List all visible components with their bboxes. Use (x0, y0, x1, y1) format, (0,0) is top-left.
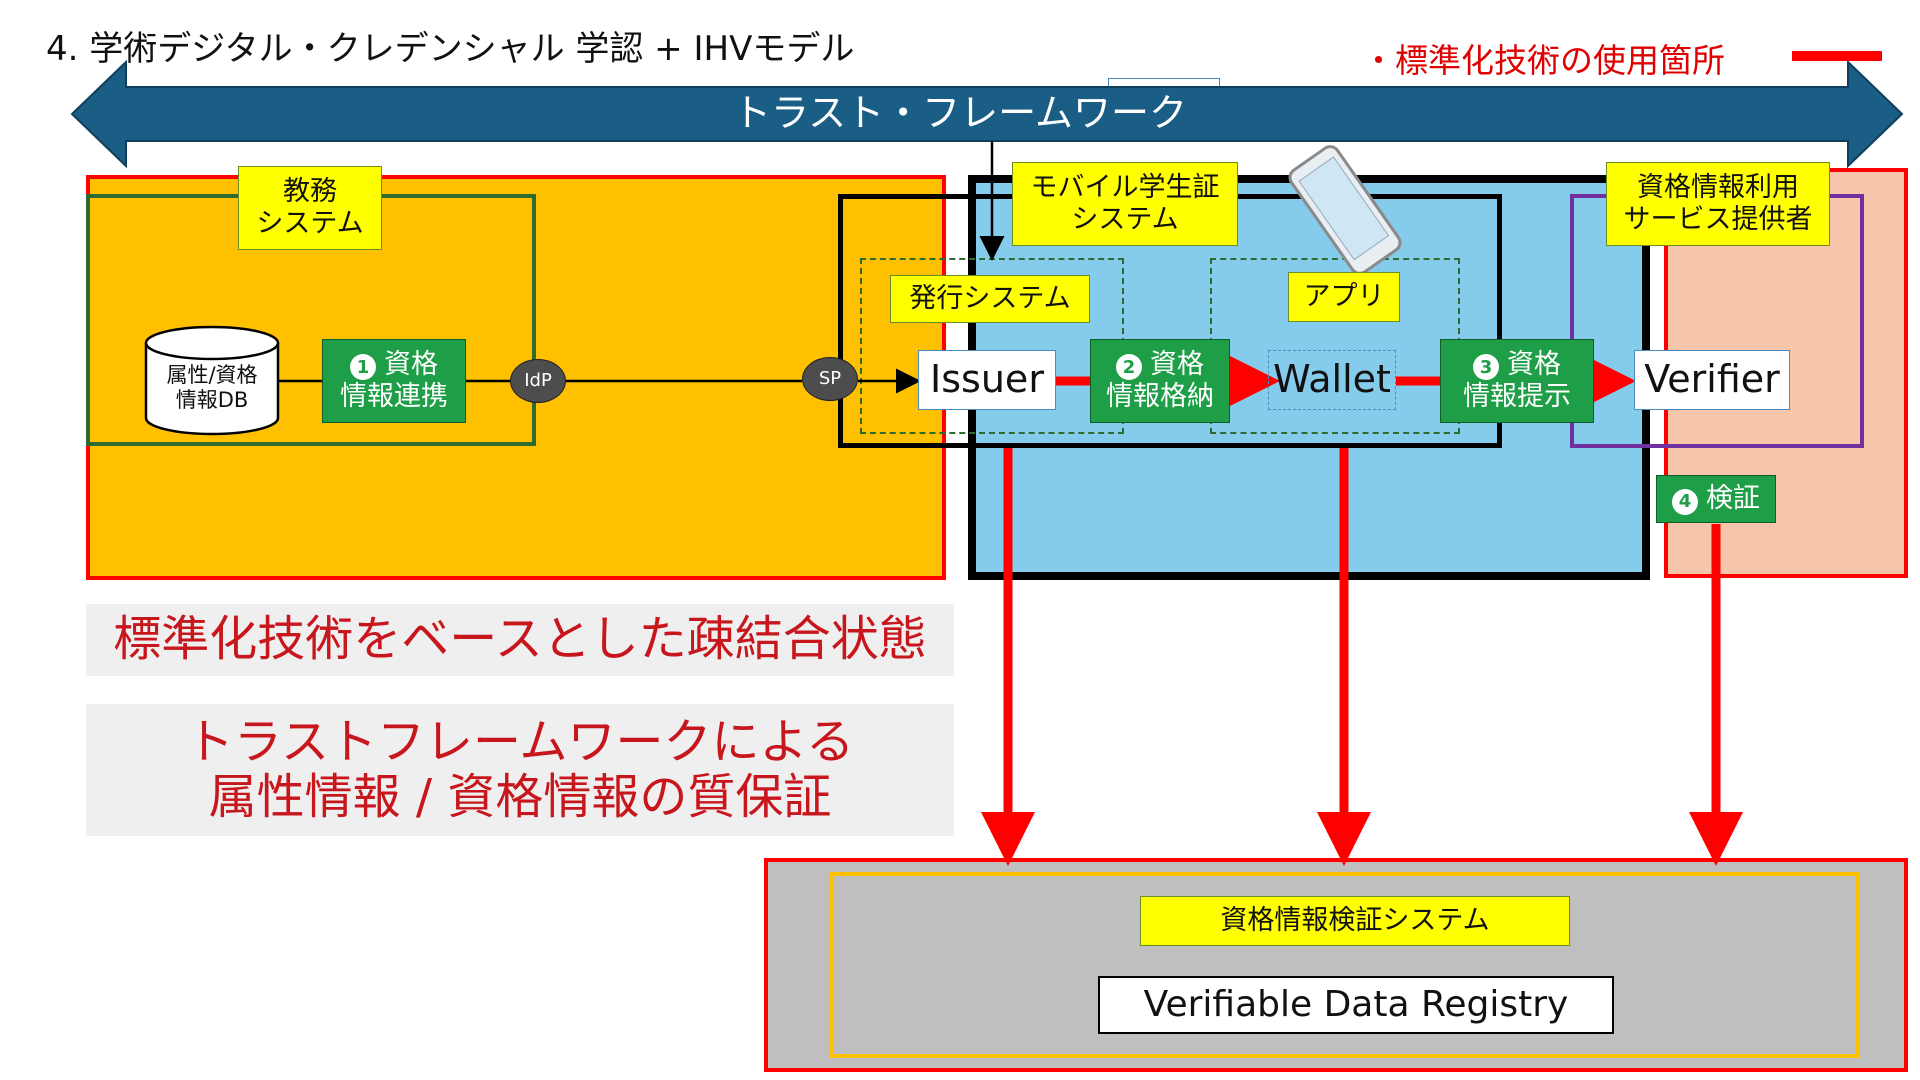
verification-system-label: 資格情報検証システム (1140, 896, 1570, 946)
mobile-id-system-label: モバイル学生証 システム (1012, 162, 1238, 246)
sp-node: SP (802, 357, 858, 401)
step4-box: 4 検証 (1656, 475, 1776, 523)
service-provider-label: 資格情報利用 サービス提供者 (1606, 162, 1830, 246)
legend-label: ・標準化技術の使用箇所 (1362, 41, 1725, 80)
step1-number: 1 (350, 354, 376, 381)
step4-number: 4 (1672, 488, 1698, 515)
app-label: アプリ (1288, 272, 1400, 322)
step2-number: 2 (1116, 354, 1142, 381)
kyomu-system-label: 教務 システム (238, 166, 382, 250)
database-label: 属性/資格 情報DB (166, 362, 258, 412)
registry-zone (764, 858, 1908, 1072)
loose-coupling-message: 標準化技術をベースとした疎結合状態 (86, 604, 954, 676)
idp-node: IdP (510, 359, 566, 403)
issuer-box: Issuer (918, 350, 1056, 410)
page-title: 4. 学術デジタル・クレデンシャル 学認 + IHVモデル (46, 29, 855, 69)
step4-label: 検証 (1706, 482, 1760, 514)
legend-swatch (1792, 51, 1882, 61)
step3-label: 資格 情報提示 (1463, 348, 1571, 412)
step3-number: 3 (1473, 354, 1499, 381)
step1-label: 資格 情報連携 (340, 348, 448, 412)
trust-framework-label: トラスト・フレームワーク (732, 91, 1188, 136)
quality-assurance-message: トラストフレームワークによる 属性情報 / 資格情報の質保証 (86, 704, 954, 836)
registry-inner-border (830, 872, 1860, 1058)
registry-box: Verifiable Data Registry (1098, 976, 1614, 1034)
step2-label: 資格 情報格納 (1106, 348, 1214, 412)
partial-box-under-arrow (1108, 78, 1220, 88)
wallet-box: Wallet (1268, 350, 1396, 410)
issuance-system-label: 発行システム (890, 275, 1090, 323)
verifier-box: Verifier (1634, 350, 1790, 410)
